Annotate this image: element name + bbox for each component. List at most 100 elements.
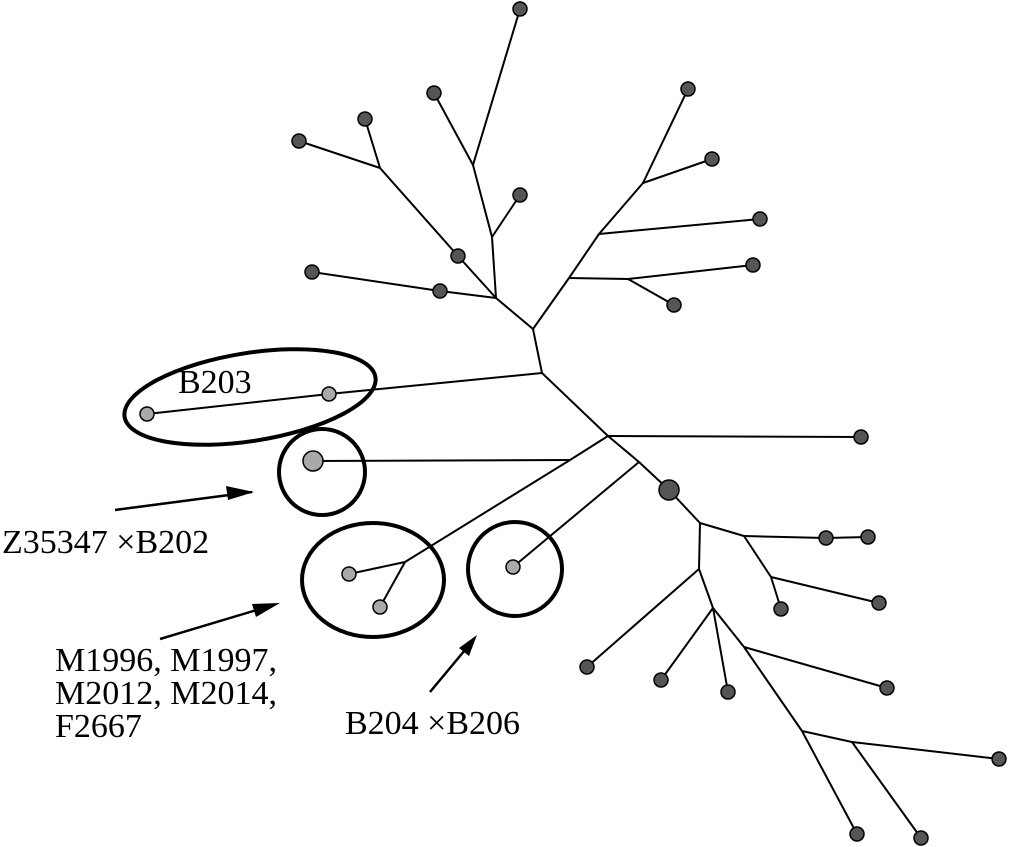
tree-node: [860, 529, 876, 545]
arrows: [114, 486, 477, 693]
tree-branch: [801, 730, 858, 835]
b204-arrowhead: [459, 635, 477, 656]
tree-node: [752, 211, 768, 227]
tree-branch: [146, 393, 330, 415]
m-group-arrow: [159, 604, 271, 641]
tree-branch: [569, 435, 609, 461]
tree-node: [304, 264, 320, 280]
tree-node: [991, 751, 1007, 767]
tree-branch: [512, 461, 640, 568]
tree-branch: [568, 277, 629, 280]
tree-node: [432, 283, 448, 299]
m-group-label-line-3: F2667: [55, 708, 142, 745]
tree-node: [720, 684, 736, 700]
tree-branch: [298, 140, 381, 169]
tree-node: [291, 133, 307, 149]
highlighted-tree-node: [372, 599, 388, 615]
m-group-ellipse: [300, 521, 446, 639]
tree-branch: [379, 561, 406, 608]
tree-nodes: [139, 1, 1007, 846]
tree-branch: [627, 278, 675, 306]
tree-branch: [642, 88, 689, 184]
tree-branch: [433, 92, 474, 166]
tree-branch: [311, 271, 441, 292]
tree-branch: [660, 607, 714, 681]
z35347-group-circle: [277, 427, 367, 517]
tree-branch: [743, 646, 803, 732]
tree-node: [818, 530, 834, 546]
tree-branch: [541, 372, 609, 437]
tree-branch: [379, 167, 459, 257]
tree-branch: [607, 435, 862, 438]
tree-node: [653, 672, 669, 688]
tree-branch: [586, 568, 700, 668]
tree-branch: [532, 277, 570, 330]
tree-node: [853, 429, 869, 445]
tree-branch: [627, 264, 754, 280]
tree-node: [512, 1, 528, 17]
tree-branch: [472, 8, 521, 166]
b203-group-ellipse: [122, 347, 378, 447]
tree-branch: [770, 576, 880, 604]
tree-branch: [851, 741, 1000, 760]
tree-branch: [743, 535, 772, 578]
tree-branch: [491, 194, 521, 238]
tree-branch: [598, 182, 644, 235]
b203-label: B203: [178, 364, 252, 401]
tree-branch: [712, 607, 745, 648]
tree-node: [773, 601, 789, 617]
z35347-arrowhead: [226, 486, 254, 500]
tree-branch: [698, 522, 701, 570]
z35347-label: Z35347 ×B202: [2, 524, 209, 561]
tree-branch: [743, 535, 827, 539]
tree-edges: [146, 8, 1000, 839]
tree-branch: [699, 522, 745, 537]
b204-label: B204 ×B206: [345, 705, 520, 742]
tree-branch: [348, 561, 406, 575]
highlighted-tree-node: [505, 559, 521, 575]
tree-node: [879, 680, 895, 696]
group-highlights: [122, 347, 564, 639]
tree-branch: [495, 297, 534, 330]
highlighted-tree-node: [321, 386, 337, 402]
tree-node: [871, 595, 887, 611]
tree-branch: [607, 435, 640, 463]
b204-arrow: [429, 643, 471, 693]
tree-node: [426, 85, 442, 101]
highlighted-tree-node: [341, 566, 357, 582]
tree-branch: [851, 741, 922, 839]
tree-node: [745, 257, 761, 273]
tree-node: [849, 826, 865, 842]
tree-branch: [698, 568, 714, 609]
tree-branch: [743, 646, 888, 689]
tree-branch: [598, 218, 761, 235]
highlighted-tree-node: [139, 406, 155, 422]
tree-branch: [642, 158, 713, 184]
tree-node: [512, 187, 528, 203]
tree-node: [579, 659, 595, 675]
tree-branch: [457, 255, 497, 299]
tree-branch: [568, 233, 600, 279]
tree-branch: [491, 236, 497, 299]
tree-node: [666, 297, 682, 313]
tree-branch: [312, 459, 571, 462]
tree-branch: [712, 607, 729, 693]
b204-group-circle: [466, 520, 564, 618]
tree-node: [704, 151, 720, 167]
tree-node: [357, 111, 373, 127]
m-group-label-line-2: M2012, M2014,: [55, 675, 277, 712]
tree-branch: [404, 459, 571, 563]
tree-branch: [439, 290, 497, 299]
m-group-label-line-1: M1996, M1997,: [55, 642, 277, 679]
m-group-arrowhead: [252, 603, 280, 617]
tree-branch: [532, 328, 543, 374]
tree-node-large: [658, 479, 680, 501]
highlighted-tree-node: [302, 450, 324, 472]
tree-node: [913, 830, 929, 846]
tree-branch: [364, 118, 381, 169]
tree-branch: [328, 372, 543, 395]
tree-node: [680, 81, 696, 97]
tree-branch: [472, 164, 493, 238]
